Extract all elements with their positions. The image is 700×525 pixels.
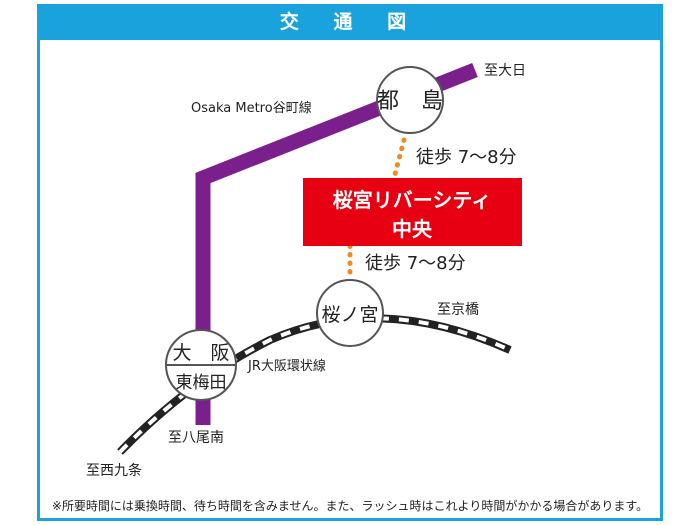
destination-name-line2: 中央 [392,217,433,241]
station-sakuranomiya-label: 桜ノ宮 [321,304,378,326]
destination-name-line1: 桜宮リバーシティ [333,188,491,212]
direction-yaominami: 至八尾南 [168,430,224,446]
station-miyakojima [376,66,444,134]
station-sakuranomiya [316,279,384,347]
station-osaka-label: 大 阪 [172,342,229,364]
walk-time-miyakojima: 徒歩 7〜8分 [416,147,517,168]
station-miyakojima-label: 都 島 [377,89,443,114]
metro-line-label: Osaka Metro谷町線 [191,100,312,116]
station-higashiumeda-label: 東梅田 [176,373,227,393]
map-title: 交 通 図 [37,4,663,40]
direction-dainichi: 至大日 [484,63,526,79]
jr-loop-line-dashes [118,316,511,454]
jr-line-label: JR大阪環状線 [247,358,326,374]
walk-route-miyakojima [391,137,407,181]
footnote: ※所要時間には乗換時間、待ち時間を含みません。また、ラッシュ時はこれより時間がか… [51,499,649,513]
direction-kyobashi: 至京橋 [437,302,479,318]
direction-nishikujo: 至西九条 [86,462,142,479]
destination-box [303,178,522,246]
walk-time-sakuranomiya: 徒歩 7〜8分 [365,253,466,274]
